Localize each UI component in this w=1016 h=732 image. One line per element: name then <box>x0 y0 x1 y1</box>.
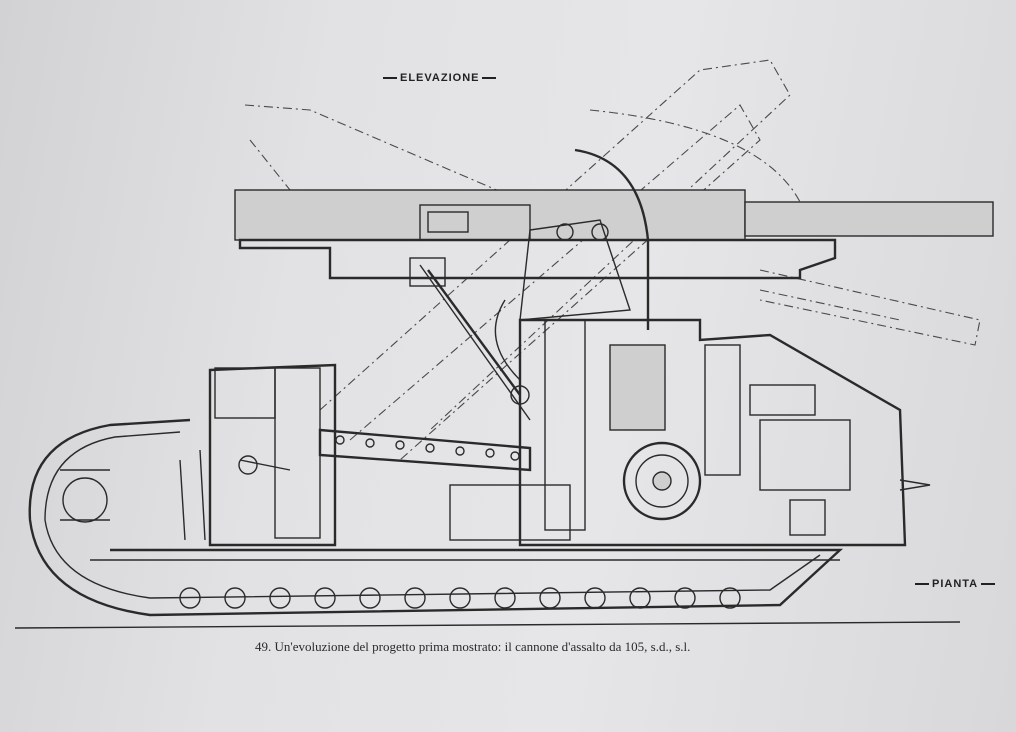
ground-line <box>14 621 961 629</box>
elevation-label: ELEVAZIONE <box>380 72 499 84</box>
track-road-wheels <box>179 587 741 609</box>
gun-barrel <box>234 189 994 280</box>
plan-label: PIANTA <box>912 578 998 590</box>
track-assembly <box>28 418 844 617</box>
drive-wheel <box>622 441 702 521</box>
ammunition-conveyor <box>179 428 532 541</box>
elevation-mount <box>409 148 650 421</box>
hull-body <box>208 318 931 547</box>
figure-caption: 49. Un'evoluzione del progetto prima mos… <box>255 639 691 654</box>
